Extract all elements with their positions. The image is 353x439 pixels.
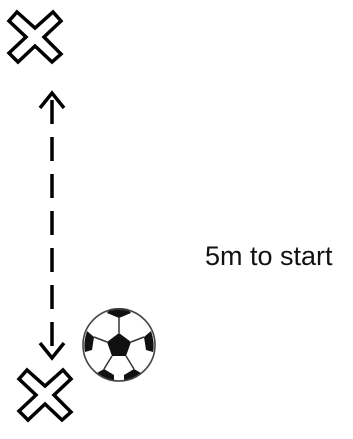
soccer-ball-icon	[82, 308, 156, 382]
top-cross-marker	[6, 9, 64, 65]
distance-label: 5m to start	[205, 241, 333, 271]
distance-arrow	[38, 90, 66, 361]
arrowhead-down	[38, 341, 66, 361]
bottom-cross-marker	[16, 367, 74, 423]
cross-marker-icon	[16, 367, 74, 423]
arrowhead-up	[38, 90, 66, 110]
cross-marker-icon	[6, 9, 64, 65]
